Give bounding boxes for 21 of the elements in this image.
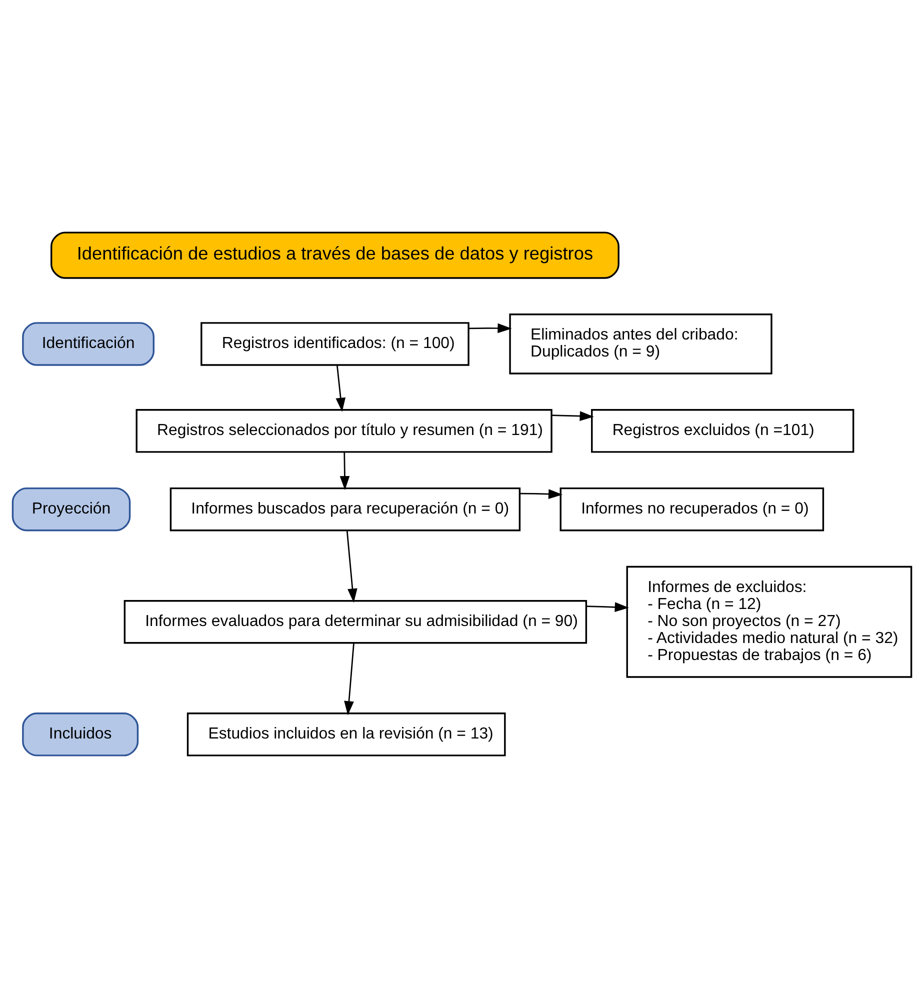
arrow <box>336 364 346 412</box>
arrow <box>468 322 512 333</box>
arrow <box>344 642 354 715</box>
arrow <box>552 410 594 421</box>
node-box: Identificación de estudios a través de bases de datos y registros <box>50 231 620 278</box>
node-box: Estudios incluidos en la revisión (n = 13) <box>186 712 506 756</box>
node-box: Registros seleccionados por título y resumen (n = 191) <box>136 408 552 452</box>
node-box: Informes no recuperados (n = 0) <box>560 486 824 531</box>
arrow <box>586 602 629 612</box>
node-box: Informes evaluados para determinar su admisibilidad (n = 90) <box>124 600 588 644</box>
node-box: Identificación <box>22 322 154 366</box>
arrow <box>520 488 563 498</box>
node-box: Eliminados antes del cribado: Duplicados (n = 9) <box>509 313 772 374</box>
node-box: Registros identificados: (n = 100) <box>200 322 470 366</box>
node-box: Informes de excluidos: - Fecha (n = 12) - No son proyectos (n = 27) - Actividades medio natural (n = 32) - Propuestas de trabajos (n = 6) <box>626 565 912 678</box>
arrow <box>346 530 358 602</box>
node-box: Informes buscados para recuperación (n = 0) <box>170 486 521 531</box>
node-box: Proyección <box>12 486 131 531</box>
node-box: Incluidos <box>22 712 139 756</box>
node-box: Registros excluidos (n =101) <box>591 408 854 452</box>
arrow <box>340 452 350 490</box>
